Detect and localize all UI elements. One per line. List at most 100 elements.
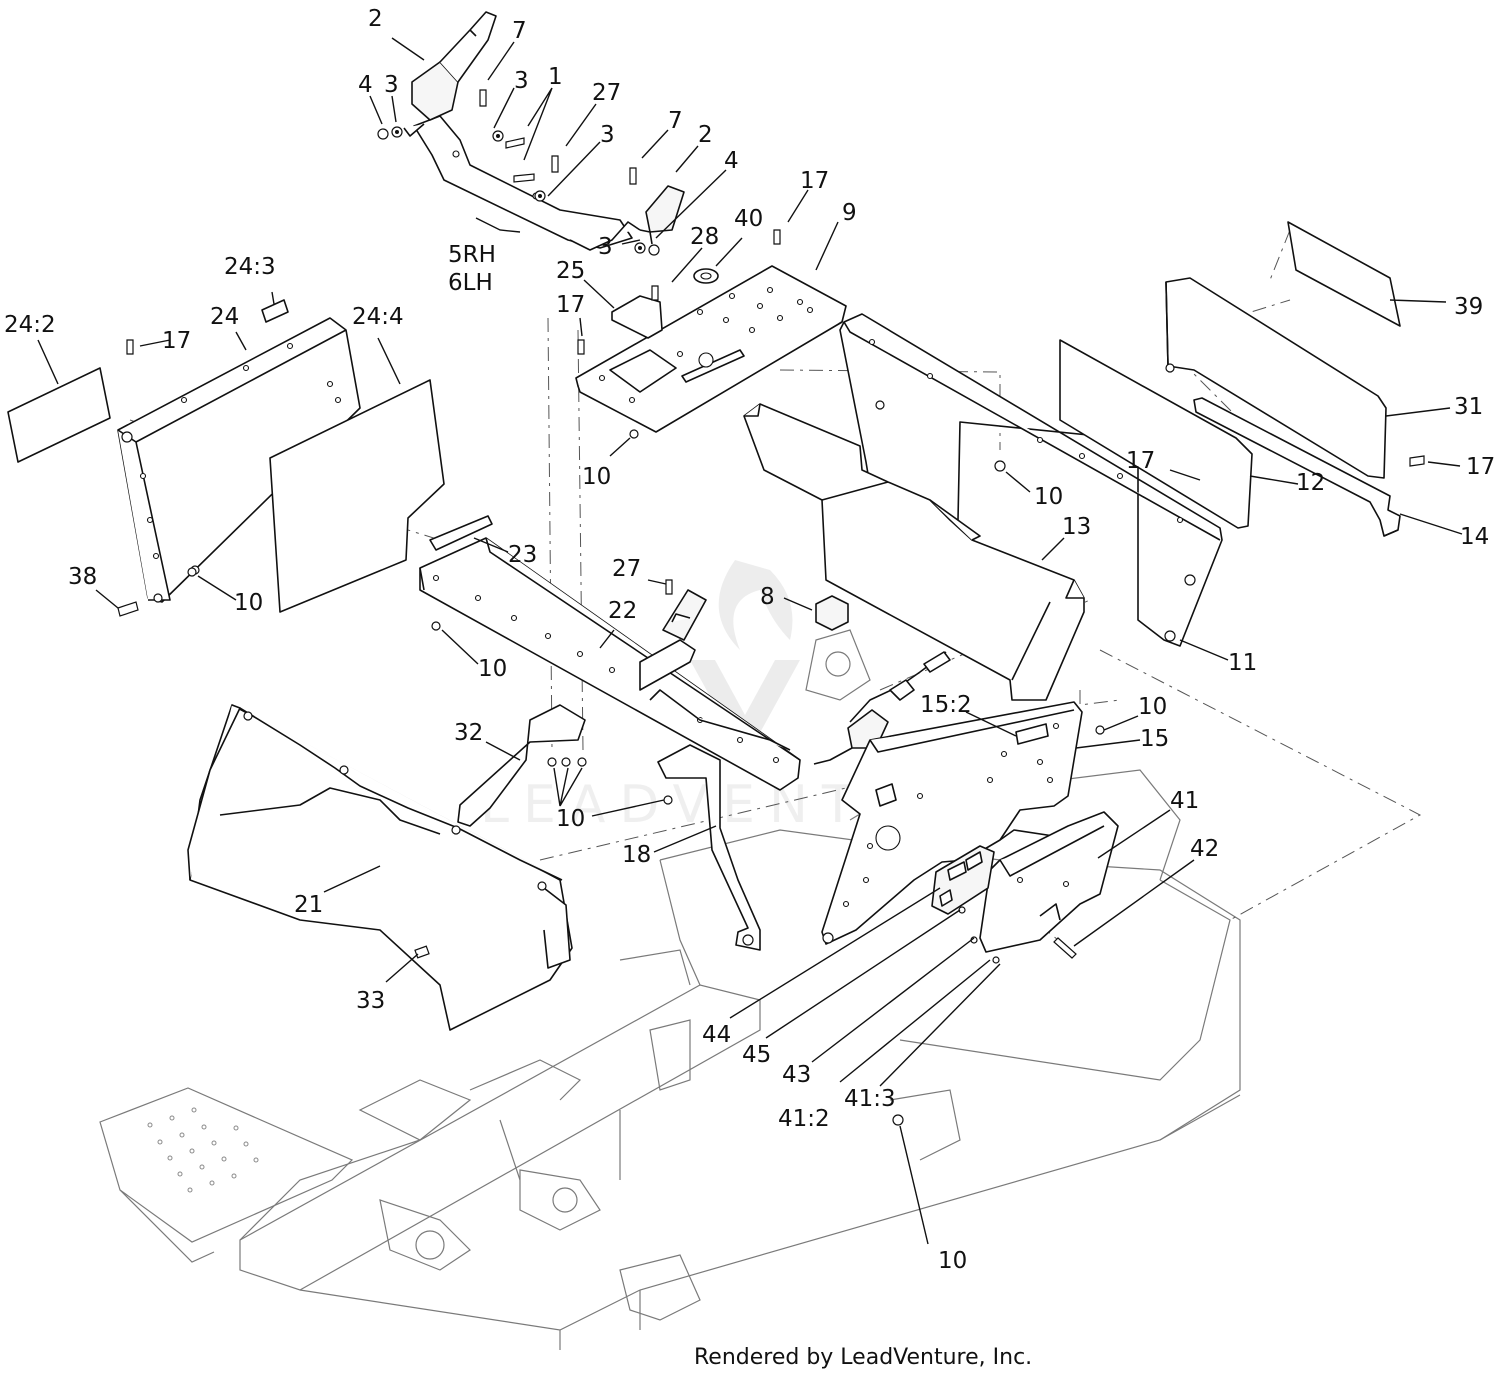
callout-10a: 10 [582, 464, 611, 490]
callout-40: 40 [734, 206, 763, 232]
part-27-bolt-lower [665, 579, 673, 595]
part-13-battery-cover [743, 403, 1085, 701]
callout-44: 44 [702, 1022, 731, 1048]
part-38-bolt [117, 601, 139, 617]
part-41-module-cover [979, 811, 1119, 953]
part-17-bolt-left [126, 339, 134, 355]
callout-23: 23 [508, 542, 537, 568]
part-11-rear-panel [839, 313, 1223, 647]
callout-39: 39 [1454, 294, 1483, 320]
part-44-controller-module [931, 845, 995, 915]
callout-9: 9 [842, 200, 857, 226]
callout-22: 22 [608, 598, 637, 624]
callout-8: 8 [760, 584, 775, 610]
callout-10e: 10 [1138, 694, 1167, 720]
callout-25: 25 [556, 258, 585, 284]
part-41-3-screw [992, 956, 1000, 964]
callout-7a: 7 [512, 18, 527, 44]
part-18-brace [657, 744, 761, 951]
fasteners-upper [377, 89, 660, 256]
chassis-frame-ghost [99, 769, 1241, 1350]
callout-10g: 10 [938, 1248, 967, 1274]
callout-11: 11 [1228, 650, 1257, 676]
callout-6lh: 6LH [448, 270, 493, 296]
callout-17e: 17 [1126, 448, 1155, 474]
part-17-bolt-top [773, 229, 781, 245]
callout-2a: 2 [368, 6, 383, 32]
part-39-decal [1287, 221, 1401, 327]
part-17-bolt-rod [1409, 455, 1425, 467]
callout-32: 32 [454, 720, 483, 746]
callout-33: 33 [356, 988, 385, 1014]
callout-42: 42 [1190, 836, 1219, 862]
callout-14: 14 [1460, 524, 1489, 550]
callout-10f: 10 [556, 806, 585, 832]
part-22-crossmember [419, 537, 801, 791]
part-31-rear-shield [1165, 277, 1387, 479]
footer-credit: Rendered by LeadVenture, Inc. [694, 1345, 1032, 1370]
callout-3b: 3 [384, 72, 399, 98]
watermark-logo [690, 560, 800, 760]
nuts-10 [187, 567, 673, 805]
callout-17c: 17 [556, 292, 585, 318]
callout-4b: 4 [724, 148, 739, 174]
callout-24: 24 [210, 304, 239, 330]
part-24-3-decal [261, 299, 289, 323]
callout-18: 18 [622, 842, 651, 868]
callout-24-2: 24:2 [4, 312, 56, 338]
callout-12: 12 [1296, 470, 1325, 496]
callout-28: 28 [690, 224, 719, 250]
part-28-bolt [651, 285, 659, 301]
callout-24-3: 24:3 [224, 254, 276, 280]
part-21-front-shroud [187, 704, 573, 1031]
part-40-grommet [693, 268, 719, 284]
callout-27a: 27 [592, 80, 621, 106]
callout-2b: 2 [698, 122, 713, 148]
part-2-seat-belt-lower [639, 185, 685, 245]
part-8-relay [815, 595, 849, 631]
callout-24-4: 24:4 [352, 304, 404, 330]
callout-15: 15 [1140, 726, 1169, 752]
part-12-side-panel [1059, 339, 1253, 529]
callout-38: 38 [68, 564, 97, 590]
part-42-pin [1053, 937, 1077, 959]
callout-10c: 10 [234, 590, 263, 616]
callout-41-2: 41:2 [778, 1106, 830, 1132]
callout-31: 31 [1454, 394, 1483, 420]
part-9-seat-plate [575, 265, 847, 439]
part-14-rod [1193, 397, 1401, 537]
callout-labels: 2 7 1 3 4 3 27 3 7 2 4 17 9 40 28 3 5RH … [4, 6, 1495, 1274]
part-5rh-6lh-seat-belt-bracket [413, 115, 641, 251]
callout-41: 41 [1170, 788, 1199, 814]
callout-10b: 10 [1034, 484, 1063, 510]
callout-13: 13 [1062, 514, 1091, 540]
callout-4a: 4 [358, 72, 373, 98]
callout-15-2: 15:2 [920, 692, 972, 718]
part-2-seat-belt-upper [403, 11, 497, 137]
callout-3a: 3 [514, 68, 529, 94]
callout-17b: 17 [162, 328, 191, 354]
part-17-bolt-mid [577, 339, 585, 355]
callout-1: 1 [548, 64, 563, 90]
callout-21: 21 [294, 892, 323, 918]
part-10-nut-bottom [892, 1114, 904, 1126]
callout-27b: 27 [612, 556, 641, 582]
part-32-pedal-bracket [457, 704, 586, 827]
callout-17d: 17 [1466, 454, 1495, 480]
callout-3c: 3 [600, 122, 615, 148]
callout-7b: 7 [668, 108, 683, 134]
part-25-plate [611, 295, 663, 339]
part-24-2-decal [7, 367, 111, 463]
callout-43: 43 [782, 1062, 811, 1088]
callout-17a: 17 [800, 168, 829, 194]
part-23-clip [429, 515, 493, 551]
callout-41-3: 41:3 [844, 1086, 896, 1112]
part-24-4-decal [269, 379, 445, 613]
callout-10d: 10 [478, 656, 507, 682]
callout-3d: 3 [598, 234, 613, 260]
leader-lines [37, 37, 1463, 1245]
part-10-nut-15 [1095, 725, 1105, 735]
part-15-2-decal [1015, 723, 1049, 745]
callout-5rh: 5RH [448, 242, 496, 268]
